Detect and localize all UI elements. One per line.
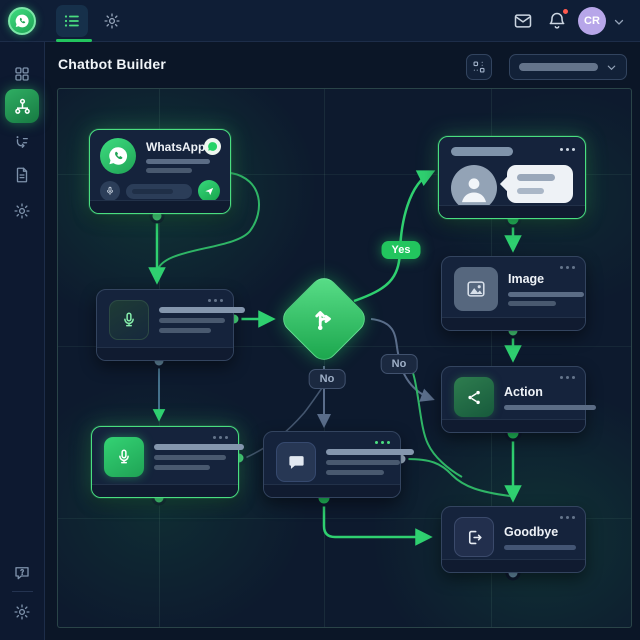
placeholder-bar — [159, 318, 225, 323]
whatsapp-logo-icon[interactable] — [8, 7, 36, 35]
sidebar-item-settings[interactable] — [5, 194, 39, 228]
tab-settings[interactable] — [96, 5, 128, 37]
logout-icon — [454, 517, 494, 557]
flow-nodes-button[interactable] — [466, 54, 492, 80]
message-input[interactable] — [126, 183, 192, 199]
person-avatar-icon — [451, 165, 497, 211]
node-title: Goodbye — [504, 524, 559, 539]
user-avatar[interactable]: CR — [578, 7, 606, 35]
sidebar-item-settings-bottom[interactable] — [5, 595, 39, 629]
node-footer — [439, 205, 585, 218]
chevron-down-icon[interactable] — [608, 11, 630, 33]
placeholder-bar — [508, 301, 556, 306]
node-footer — [442, 317, 585, 330]
node-title: Action — [504, 384, 543, 399]
input-placeholder-bar — [132, 188, 173, 194]
microphone-icon[interactable] — [100, 181, 120, 201]
placeholder-bar — [508, 292, 584, 297]
placeholder-bar — [326, 460, 400, 465]
node-menu-button[interactable] — [560, 266, 575, 269]
microphone-icon — [109, 300, 149, 340]
placeholder-bar — [146, 167, 192, 173]
node-menu-button[interactable] — [213, 436, 228, 439]
node-footer — [442, 419, 585, 432]
placeholder-bar — [154, 465, 210, 470]
tab-flow-list[interactable] — [56, 5, 88, 37]
whatsapp-logo-icon — [100, 138, 136, 174]
node-agent-reply[interactable] — [438, 136, 586, 219]
flow-canvas[interactable]: WhatsApp — [57, 88, 632, 628]
node-menu-button[interactable] — [560, 376, 575, 379]
main-area: Chatbot Builder — [45, 42, 640, 640]
sidebar-item-help[interactable] — [5, 556, 39, 590]
chevron-down-icon — [607, 65, 616, 70]
node-title: Image — [508, 272, 545, 286]
sidebar-divider — [12, 591, 33, 592]
placeholder-bar — [504, 544, 576, 550]
placeholder-bar — [159, 328, 211, 333]
grid-line — [491, 89, 492, 627]
placeholder-bar — [517, 188, 544, 194]
node-image[interactable]: Image — [441, 256, 586, 331]
bell-icon[interactable] — [546, 7, 570, 32]
dropdown-placeholder-bar — [519, 63, 598, 71]
share-nodes-icon — [454, 377, 494, 417]
sidebar-item-dashboard[interactable] — [5, 57, 39, 91]
placeholder-bar — [504, 404, 596, 410]
placeholder-bar — [159, 307, 245, 313]
top-bar: CR — [0, 0, 640, 42]
edge-label-no-right: No — [380, 354, 418, 374]
flow-selector-dropdown[interactable] — [509, 54, 627, 80]
placeholder-bar — [154, 444, 244, 450]
edge-label-no-bottom: No — [308, 369, 346, 389]
node-title: WhatsApp — [146, 139, 206, 154]
send-button[interactable] — [198, 180, 220, 202]
node-footer — [90, 200, 230, 213]
node-voice-message-1[interactable] — [96, 289, 245, 361]
node-footer — [97, 347, 233, 360]
node-whatsapp-trigger[interactable]: WhatsApp — [89, 129, 231, 214]
node-action[interactable]: Action — [441, 366, 596, 433]
image-icon — [454, 267, 498, 311]
node-goodbye[interactable]: Goodbye — [441, 506, 586, 573]
placeholder-bar — [146, 158, 210, 164]
grid-line — [58, 346, 631, 347]
node-menu-button[interactable] — [560, 148, 575, 151]
microphone-icon — [104, 437, 144, 477]
active-tab-underline — [56, 39, 92, 42]
mail-icon[interactable] — [512, 10, 534, 32]
grid-line — [58, 174, 631, 175]
placeholder-bar — [326, 449, 414, 455]
node-decision-branch[interactable] — [277, 272, 371, 366]
placeholder-bar — [154, 455, 226, 460]
grid-line — [58, 518, 631, 519]
unread-notification-dot — [561, 7, 570, 16]
placeholder-bar — [517, 174, 555, 181]
node-menu-button[interactable] — [560, 516, 575, 519]
node-text-message[interactable] — [263, 431, 414, 498]
edge-label-yes: Yes — [381, 241, 421, 259]
left-sidebar — [0, 42, 45, 640]
node-menu-button[interactable] — [375, 441, 390, 444]
node-footer — [442, 559, 585, 572]
node-footer — [264, 484, 400, 497]
chat-bubble-icon — [276, 442, 316, 482]
sidebar-item-workflow-steps[interactable] — [5, 125, 39, 159]
whatsapp-mini-badge-icon — [204, 138, 221, 155]
branch-split-icon — [277, 272, 371, 366]
node-voice-message-2[interactable] — [91, 426, 244, 498]
page-title: Chatbot Builder — [58, 56, 166, 72]
sidebar-item-flow-builder[interactable] — [5, 89, 39, 123]
node-footer — [92, 484, 238, 497]
placeholder-bar — [326, 470, 384, 475]
sidebar-item-documents[interactable] — [5, 158, 39, 192]
node-menu-button[interactable] — [208, 299, 223, 302]
chat-bubble — [507, 165, 573, 203]
placeholder-bar — [451, 147, 513, 156]
